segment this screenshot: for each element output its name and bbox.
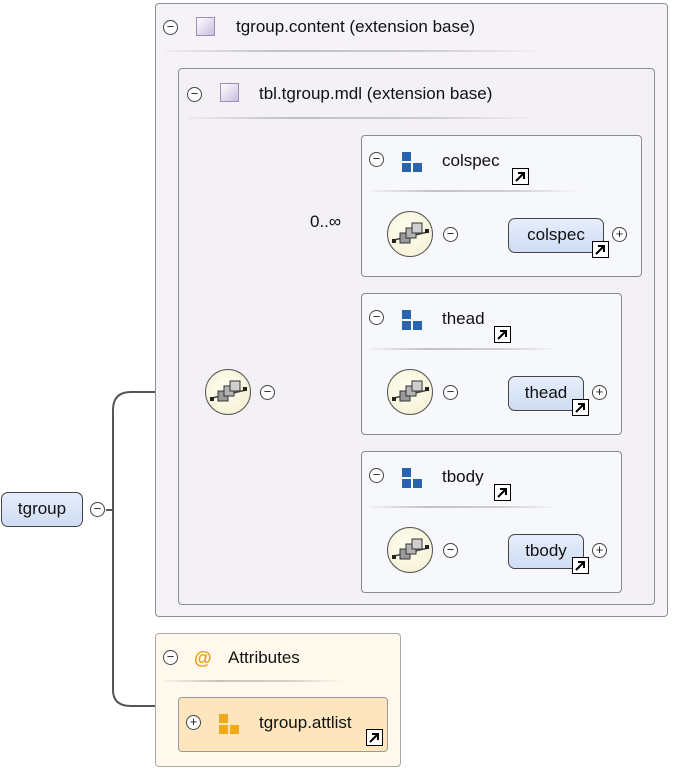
- separator: [370, 506, 560, 508]
- sequence-compositor-icon[interactable]: [205, 369, 251, 415]
- attribute-group-tgroup-attlist[interactable]: + tgroup.attlist: [178, 697, 388, 752]
- collapse-sequence-icon[interactable]: −: [443, 385, 458, 400]
- collapse-sequence-icon[interactable]: −: [443, 543, 458, 558]
- reference-arrow-icon[interactable]: [494, 484, 511, 501]
- group-icon: [402, 152, 424, 172]
- collapse-extension-outer-icon[interactable]: −: [163, 20, 178, 35]
- group-icon: [402, 310, 424, 330]
- attributes-connector: [112, 510, 156, 707]
- collapse-sequence-icon[interactable]: −: [443, 227, 458, 242]
- reference-arrow-icon[interactable]: [572, 399, 589, 416]
- collapse-group-icon[interactable]: −: [369, 468, 384, 483]
- element-thead[interactable]: thead: [508, 376, 584, 411]
- collapse-group-icon[interactable]: −: [369, 310, 384, 325]
- collapse-attributes-icon[interactable]: −: [163, 650, 178, 665]
- collapse-group-icon[interactable]: −: [369, 152, 384, 167]
- separator: [164, 50, 544, 52]
- expand-attribute-group-icon[interactable]: +: [186, 715, 201, 730]
- occurrence-label: 0..∞: [310, 212, 342, 231]
- separator: [164, 680, 344, 682]
- complex-type-icon: [220, 83, 239, 102]
- reference-arrow-icon[interactable]: [494, 326, 511, 343]
- element-colspec[interactable]: colspec: [508, 218, 604, 253]
- attributes-title: Attributes: [228, 648, 300, 667]
- group-title: colspec: [442, 151, 500, 170]
- collapse-sequence-icon[interactable]: −: [260, 385, 275, 400]
- separator: [370, 190, 580, 192]
- reference-arrow-icon[interactable]: [572, 557, 589, 574]
- group-icon: [402, 468, 424, 488]
- sequence-compositor-icon[interactable]: [387, 527, 433, 573]
- sequence-compositor-icon[interactable]: [387, 369, 433, 415]
- sequence-compositor-icon[interactable]: [387, 211, 433, 257]
- complex-type-icon: [196, 17, 215, 36]
- element-tbody[interactable]: tbody: [508, 534, 584, 569]
- collapse-root-icon[interactable]: −: [90, 502, 105, 517]
- expand-element-icon[interactable]: +: [592, 543, 607, 558]
- expand-element-icon[interactable]: +: [592, 385, 607, 400]
- group-title: tbody: [442, 467, 484, 486]
- root-element-tgroup[interactable]: tgroup: [1, 492, 83, 527]
- group-title: thead: [442, 309, 485, 328]
- extension-inner-title: tbl.tgroup.mdl (extension base): [259, 84, 493, 103]
- reference-arrow-icon[interactable]: [592, 241, 609, 258]
- expand-element-icon[interactable]: +: [612, 227, 627, 242]
- attribute-at-icon: @: [194, 648, 212, 668]
- separator: [370, 348, 560, 350]
- extension-outer-title: tgroup.content (extension base): [236, 17, 476, 36]
- group-box-colspec: − colspec: [361, 135, 642, 277]
- reference-arrow-icon[interactable]: [366, 729, 383, 746]
- reference-arrow-icon[interactable]: [512, 168, 529, 185]
- collapse-extension-inner-icon[interactable]: −: [187, 87, 202, 102]
- attribute-group-label: tgroup.attlist: [259, 713, 352, 732]
- separator: [187, 117, 537, 119]
- attribute-group-icon: [219, 714, 241, 734]
- root-connector: [106, 391, 205, 511]
